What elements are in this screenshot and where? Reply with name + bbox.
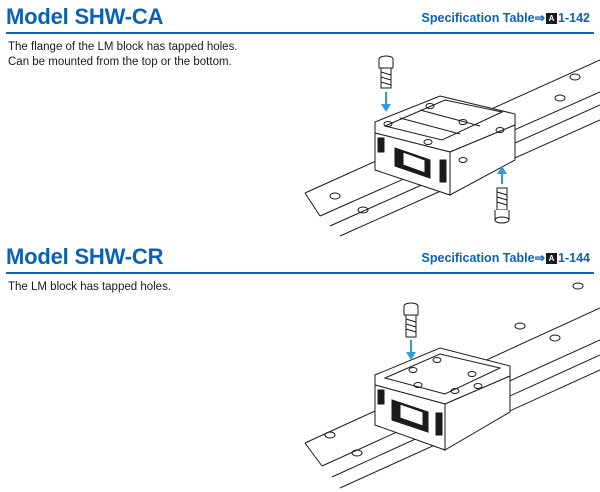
section-description: The LM block has tapped holes.: [8, 280, 171, 295]
spec-page-ref: 1-142: [558, 11, 590, 25]
spec-table-label: Specification Table: [421, 251, 535, 265]
spec-arrow: ⇒: [534, 11, 546, 25]
page-badge-icon: A: [546, 13, 558, 24]
mount-arrow-down: [406, 340, 416, 360]
lm-guide-cr-illustration: [304, 282, 600, 489]
spec-arrow: ⇒: [534, 251, 546, 265]
description-line: Can be mounted from the top or the botto…: [8, 56, 232, 68]
spec-table-label: Specification Table: [421, 11, 535, 25]
lm-block: [374, 95, 516, 196]
rail-holes: [324, 282, 584, 457]
bolt-top: [403, 302, 419, 338]
section-title: Model SHW-CR: [6, 244, 164, 269]
lm-block: [374, 347, 511, 451]
block-holes: [408, 357, 483, 394]
lm-guide-ca-illustration: [304, 55, 600, 237]
page-badge-icon: A: [546, 253, 558, 264]
section-divider: [6, 272, 594, 274]
rail-holes: [329, 73, 581, 214]
description-line: The LM block has tapped holes.: [8, 281, 172, 293]
bolt-bottom: [494, 187, 510, 224]
bolt-top: [378, 55, 394, 89]
spec-page-ref: 1-144: [558, 251, 590, 265]
mount-arrow-down: [381, 92, 391, 112]
section-divider: [6, 32, 594, 34]
section-description: The flange of the LM block has tapped ho…: [8, 40, 238, 70]
block-holes: [383, 103, 505, 163]
section-title: Model SHW-CA: [6, 4, 164, 29]
mount-arrow-up: [497, 166, 507, 184]
description-line: The flange of the LM block has tapped ho…: [8, 41, 238, 53]
